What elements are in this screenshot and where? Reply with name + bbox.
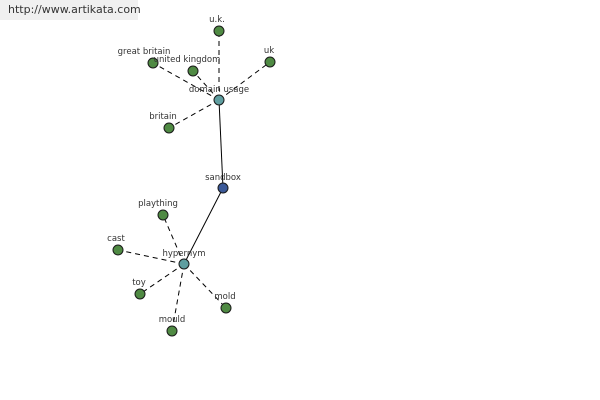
node-mould[interactable]: mould: [159, 315, 186, 337]
edge-hypernym-toy: [139, 263, 185, 295]
node-label-mould: mould: [159, 315, 186, 325]
node-label-toy: toy: [132, 278, 146, 288]
node-circle-toy[interactable]: [134, 288, 146, 300]
edge-sandbox-domain_usage: [218, 99, 224, 189]
node-label-britain: britain: [149, 112, 177, 122]
node-sandbox[interactable]: sandbox: [205, 173, 241, 194]
node-circle-united_kingdom[interactable]: [187, 65, 199, 77]
node-uk_dots[interactable]: u.k.: [209, 15, 225, 37]
node-toy[interactable]: toy: [132, 278, 146, 300]
edge-sandbox-hypernym: [183, 187, 224, 265]
node-circle-hypernym[interactable]: [178, 258, 190, 270]
node-britain[interactable]: britain: [149, 112, 177, 134]
node-label-cast: cast: [107, 234, 125, 244]
node-label-uk_dots: u.k.: [209, 15, 225, 25]
edge-hypernym-mold: [183, 263, 227, 309]
node-circle-domain_usage[interactable]: [213, 94, 225, 106]
node-circle-great_britain[interactable]: [147, 57, 159, 69]
node-label-sandbox: sandbox: [205, 173, 241, 183]
node-domain_usage[interactable]: domain usage: [189, 85, 249, 106]
node-circle-plaything[interactable]: [157, 209, 169, 221]
watermark-url: http://www.artikata.com: [0, 0, 141, 20]
nodes-layer: sandbox domain usage hypernym u.k. great bri…: [107, 15, 276, 337]
edge-domain_usage-great_britain: [152, 62, 220, 101]
node-uk[interactable]: uk: [264, 46, 276, 68]
node-mold[interactable]: mold: [214, 292, 236, 314]
node-circle-mold[interactable]: [220, 302, 232, 314]
node-circle-uk_dots[interactable]: [213, 25, 225, 37]
node-circle-cast[interactable]: [112, 244, 124, 256]
node-circle-sandbox[interactable]: [217, 182, 229, 194]
node-circle-uk[interactable]: [264, 56, 276, 68]
node-label-plaything: plaything: [138, 199, 178, 209]
node-united_kingdom[interactable]: united kingdom: [154, 55, 221, 77]
node-hypernym[interactable]: hypernym: [162, 249, 206, 270]
node-circle-britain[interactable]: [163, 122, 175, 134]
node-plaything[interactable]: plaything: [138, 199, 178, 221]
node-label-domain_usage: domain usage: [189, 85, 249, 95]
node-label-hypernym: hypernym: [162, 249, 205, 259]
node-cast[interactable]: cast: [107, 234, 125, 256]
edge-hypernym-mould: [171, 263, 185, 332]
edge-domain_usage-uk: [218, 61, 271, 101]
node-great_britain[interactable]: great britain: [118, 47, 171, 69]
node-label-united_kingdom: united kingdom: [154, 55, 221, 65]
edge-domain_usage-united_kingdom: [192, 70, 220, 101]
node-label-uk: uk: [264, 46, 274, 56]
edges-layer: [117, 31, 271, 332]
node-label-mold: mold: [214, 292, 235, 302]
node-circle-mould[interactable]: [166, 325, 178, 337]
edge-domain_usage-britain: [168, 99, 220, 129]
edge-hypernym-cast: [117, 249, 185, 265]
node-label-great_britain: great britain: [118, 47, 171, 57]
